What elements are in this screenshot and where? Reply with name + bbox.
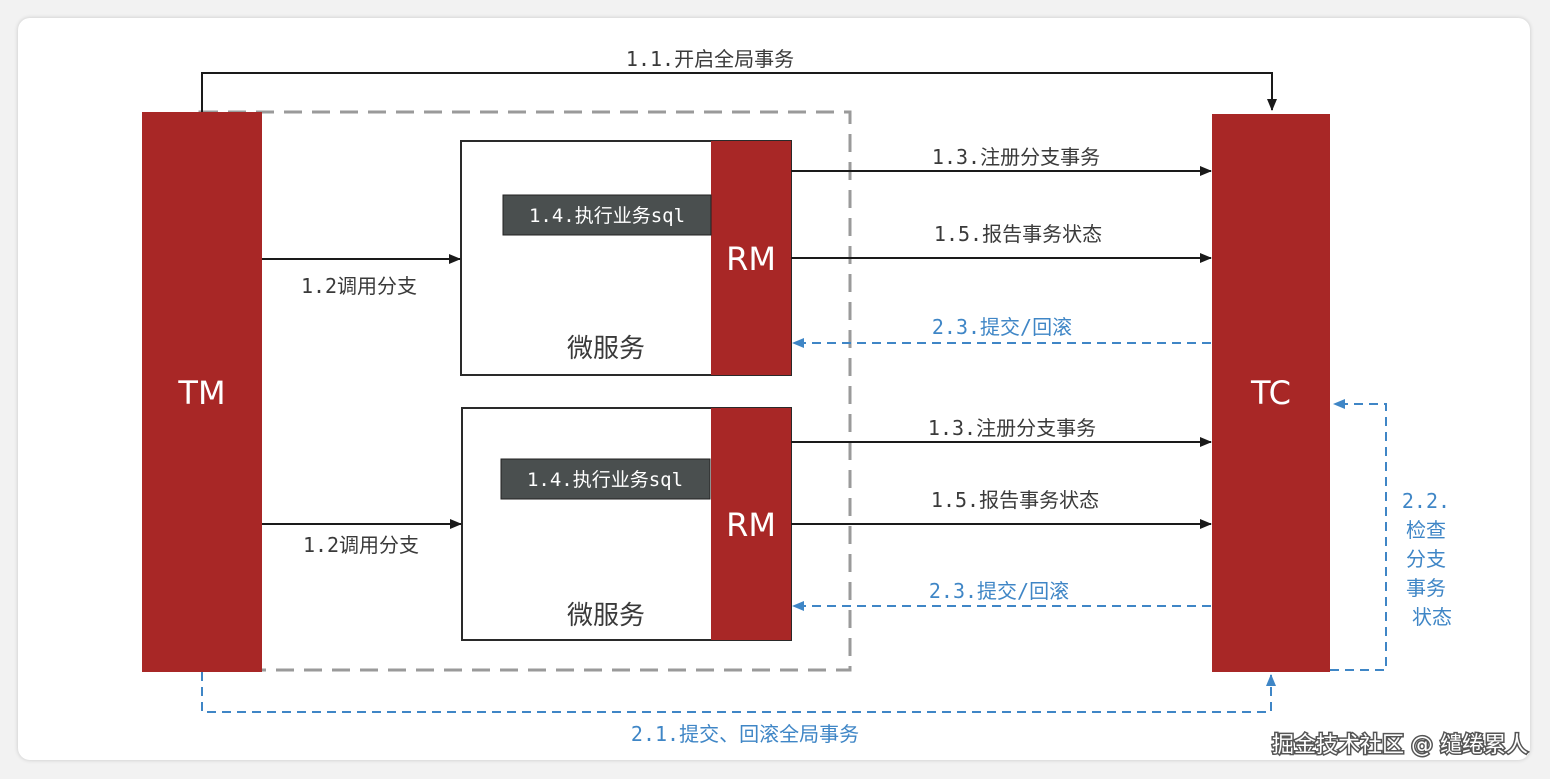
microservice-bottom-label: 微服务 bbox=[567, 601, 645, 631]
rm-top-label: RM bbox=[726, 240, 776, 278]
begin-global-arrow bbox=[201, 72, 1277, 112]
sql-top-label: 1.4.执行业务sql bbox=[529, 205, 685, 227]
rm-top-block bbox=[711, 141, 791, 375]
report-top-label: 1.5.报告事务状态 bbox=[934, 222, 1102, 246]
commit-rollback-top-label: 2.3.提交/回滚 bbox=[932, 315, 1072, 339]
check-branch-line-5: 状态 bbox=[1412, 605, 1452, 629]
sql-bottom-label: 1.4.执行业务sql bbox=[527, 469, 683, 491]
begin-global-label: 1.1.开启全局事务 bbox=[626, 47, 794, 71]
global-commit-arrow bbox=[201, 672, 1276, 713]
tm-block bbox=[142, 112, 262, 672]
rm-bottom-block bbox=[711, 408, 791, 640]
rm-bottom-label: RM bbox=[726, 506, 776, 544]
global-commit-label: 2.1.提交、回滚全局事务 bbox=[631, 722, 859, 746]
tm-label: TM bbox=[177, 374, 225, 412]
sql-top-box bbox=[502, 194, 712, 236]
register-bottom-label: 1.3.注册分支事务 bbox=[928, 416, 1096, 440]
tc-label: TC bbox=[1250, 374, 1291, 412]
tc-block bbox=[1212, 114, 1330, 672]
check-branch-line-1: 2.2. bbox=[1402, 489, 1450, 513]
check-branch-line-3: 分支 bbox=[1406, 547, 1446, 571]
report-bottom-label: 1.5.报告事务状态 bbox=[931, 488, 1099, 512]
check-branch-arrow bbox=[1330, 399, 1387, 671]
call-branch-top-label: 1.2调用分支 bbox=[301, 274, 417, 298]
microservice-top-label: 微服务 bbox=[567, 334, 645, 364]
check-branch-label: 2.2. 检查 分支 事务 状态 bbox=[1402, 489, 1462, 629]
check-branch-line-2: 检查 bbox=[1406, 518, 1446, 542]
call-branch-bottom-label: 1.2调用分支 bbox=[303, 533, 419, 557]
commit-rollback-bottom-label: 2.3.提交/回滚 bbox=[929, 579, 1069, 603]
watermark: 掘金技术社区 @ 缱绻累人 bbox=[1272, 733, 1528, 758]
register-top-label: 1.3.注册分支事务 bbox=[932, 145, 1100, 169]
sql-bottom-box bbox=[500, 458, 711, 500]
check-branch-line-4: 事务 bbox=[1406, 576, 1446, 600]
